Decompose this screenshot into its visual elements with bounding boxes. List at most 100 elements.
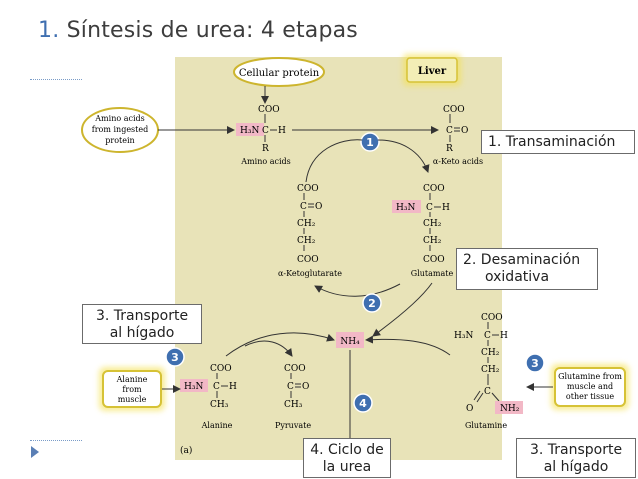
glutamine-source-line-2: muscle and xyxy=(567,382,613,391)
gln-h3n: H₃N xyxy=(454,331,473,341)
gln-c-amide: C xyxy=(484,387,491,397)
alanine-source-line-2: from xyxy=(122,385,142,394)
ketoglutarate-structure: COO C O CH₂ CH₂ COO α-Ketoglutarate xyxy=(278,184,342,278)
ala-h: H xyxy=(229,382,237,392)
gln-nh2-highlight xyxy=(495,401,523,414)
ala-ch3: CH₃ xyxy=(210,400,229,410)
step-2-number: 2 xyxy=(368,297,376,310)
aa-r: R xyxy=(262,144,269,154)
pyruvate-label: Pyruvate xyxy=(275,421,311,430)
gln-o: O xyxy=(466,404,473,414)
cellular-protein-label: Cellular protein xyxy=(239,68,320,79)
pyr-c: C xyxy=(287,382,294,392)
callout-transaminacion-text: 1. Transaminación xyxy=(488,134,616,150)
glutamate-to-kg-arrow xyxy=(314,283,401,297)
kg-ch2-b: CH₂ xyxy=(297,236,316,246)
cycle-arc-left xyxy=(305,139,363,183)
nh4-highlight xyxy=(336,332,364,348)
ka-o: O xyxy=(461,126,468,136)
aa-h: H xyxy=(278,126,286,136)
callout-transporte-right-line-2: al hígado xyxy=(543,459,609,475)
alanine-label: Alanine xyxy=(201,421,233,430)
callout-desaminacion: 2. Desaminación oxidativa xyxy=(456,248,598,290)
liver-label: Liver xyxy=(418,66,447,77)
glutamine-structure: COO H₃N C H CH₂ CH₂ C O NH₂ Glutamine xyxy=(454,313,523,430)
glutamine-label: Glutamine xyxy=(465,421,507,430)
callout-transporte-right-line-1: 3. Transporte xyxy=(529,442,623,458)
step-3-badge-right xyxy=(525,353,545,373)
panel-label: (a) xyxy=(180,445,192,456)
glu-h3n: H₃N xyxy=(396,203,415,213)
cellular-protein-ellipse xyxy=(233,57,325,87)
callout-ciclo-line-2: la urea xyxy=(322,459,372,475)
alanine-source-line-1: Alanine xyxy=(116,375,148,384)
step-3-number-right: 3 xyxy=(531,357,539,370)
ka-c: C xyxy=(446,126,453,136)
aa-coo: COO xyxy=(258,105,280,115)
alanine-to-pyruvate-arrow xyxy=(244,340,293,357)
pyr-o: O xyxy=(302,382,309,392)
kg-coo-bottom: COO xyxy=(297,255,319,265)
title-number: 1. xyxy=(38,18,60,43)
callout-transporte-left: 3. Transporte al hígado xyxy=(82,304,202,344)
gln-nh2: NH₂ xyxy=(500,404,520,414)
aa-c: C xyxy=(262,126,269,136)
step-4-number: 4 xyxy=(359,397,367,410)
ingested-line-3: protein xyxy=(105,136,134,145)
step-2-badge xyxy=(362,293,382,313)
callout-desaminacion-line-2: oxidativa xyxy=(485,269,550,285)
glu-h: H xyxy=(442,203,450,213)
step-4-badge xyxy=(353,393,373,413)
glu-coo-top: COO xyxy=(423,184,445,194)
pyr-ch3: CH₃ xyxy=(284,400,303,410)
aa-h3n: H₃N xyxy=(240,126,259,136)
kg-ch2-a: CH₂ xyxy=(297,219,316,229)
glu-c: C xyxy=(426,203,433,213)
callout-transaminacion: 1. Transaminación xyxy=(481,130,635,154)
kg-o: O xyxy=(315,202,322,212)
callout-ciclo-line-1: 4. Ciclo de xyxy=(310,442,384,458)
gln-coo: COO xyxy=(481,313,503,323)
glutamate-label: Glutamate xyxy=(411,269,454,278)
ala-coo: COO xyxy=(210,364,232,374)
ingested-line-2: from ingested xyxy=(92,125,148,134)
ala-nh3-highlight xyxy=(180,379,208,392)
alanine-structure: COO H₃N C H CH₃ Alanine xyxy=(180,364,237,430)
slide-title: 1. Síntesis de urea: 4 etapas xyxy=(38,18,358,43)
glu-coo-bottom: COO xyxy=(423,255,445,265)
divider-bottom xyxy=(30,440,82,441)
glu-ch2-b: CH₂ xyxy=(423,236,442,246)
glu-ch2-a: CH₂ xyxy=(423,219,442,229)
glutamate-to-nh4-arrow xyxy=(372,282,433,337)
aa-nh3-highlight xyxy=(236,123,264,136)
figure-panel xyxy=(175,57,502,460)
amino-acids-label: Amino acids xyxy=(240,157,290,166)
kg-coo-top: COO xyxy=(297,184,319,194)
pyruvate-structure: COO C O CH₃ Pyruvate xyxy=(275,364,311,430)
callout-transporte-left-line-2: al hígado xyxy=(109,325,175,341)
ala-h3n: H₃N xyxy=(184,382,203,392)
alanine-source-line-3: muscle xyxy=(118,395,147,404)
step-1-number: 1 xyxy=(366,136,374,149)
callout-desaminacion-line-1: 2. Desaminación xyxy=(463,252,581,268)
gln-ch2-b: CH₂ xyxy=(481,365,500,375)
glu-nh3-highlight xyxy=(392,200,421,213)
keto-acid-structure: COO C O R α-Keto acids xyxy=(433,105,483,166)
callout-transporte-right: 3. Transporte al hígado xyxy=(516,438,636,478)
ka-coo: COO xyxy=(443,105,465,115)
step-3-badge-left xyxy=(165,347,185,367)
alanine-source-box xyxy=(102,370,162,408)
glutamine-to-nh4-arrow xyxy=(365,335,451,356)
step-3-number-left: 3 xyxy=(171,351,179,364)
callout-transporte-left-line-1: 3. Transporte xyxy=(95,308,189,324)
glutamate-structure: COO H₃N C H CH₂ CH₂ COO Glutamate xyxy=(392,184,453,278)
ketoglutarate-label: α-Ketoglutarate xyxy=(278,269,342,278)
amino-acid-structure: COO H₃N C H R Amino acids xyxy=(236,105,291,166)
glutamine-source-line-1: Glutamine from xyxy=(558,372,622,381)
divider-top xyxy=(30,79,82,80)
alanine-to-nh4-arrow xyxy=(225,332,335,357)
keto-acids-label: α-Keto acids xyxy=(433,157,483,166)
pyr-coo: COO xyxy=(284,364,306,374)
gln-h: H xyxy=(500,331,508,341)
